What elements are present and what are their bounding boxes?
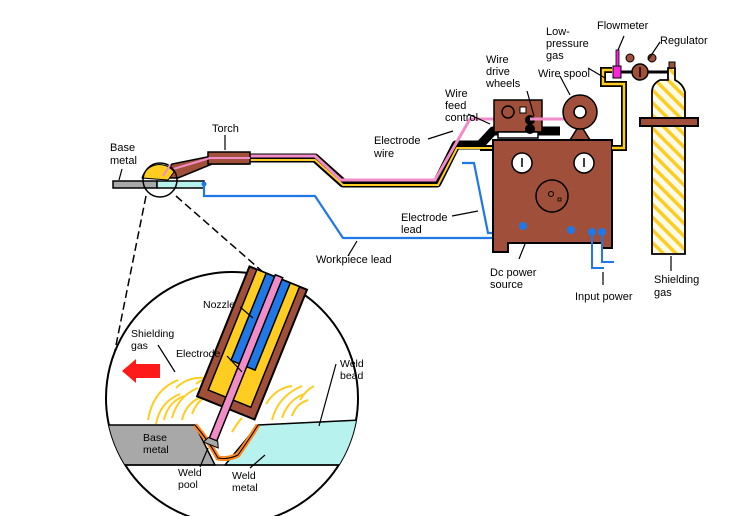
torch-nozzle-detail [195,265,309,449]
cable-bundle [248,117,560,188]
input-power-cable [591,232,614,269]
label-regulator: Regulator [660,35,708,47]
wire-spool [562,94,598,141]
label-torch: Torch [212,123,239,135]
drive-wheel-bottom [525,124,535,134]
label-wire-spool: Wire spool [538,68,590,80]
detail-label-electrode: Electrode [176,348,221,360]
electrode-wire-line [248,117,560,182]
regulator [621,53,668,81]
detail-label-nozzle: Nozzle [203,299,235,311]
zoom-line-right [175,195,273,281]
label-workpiece-lead: Workpiece lead [316,254,392,266]
control-knob [535,179,569,213]
weld-detail-view [105,265,359,516]
travel-direction-arrow [122,359,160,383]
flowmeter [612,49,622,79]
labels [118,35,672,285]
label-flowmeter: Flowmeter [597,20,649,32]
gas-hose [600,67,627,151]
dc-power-source [492,139,613,253]
torch [158,151,251,179]
label-input-power: Input power [575,291,633,303]
shielding-gas-cylinder [639,61,699,255]
detail-leaders [157,306,337,469]
